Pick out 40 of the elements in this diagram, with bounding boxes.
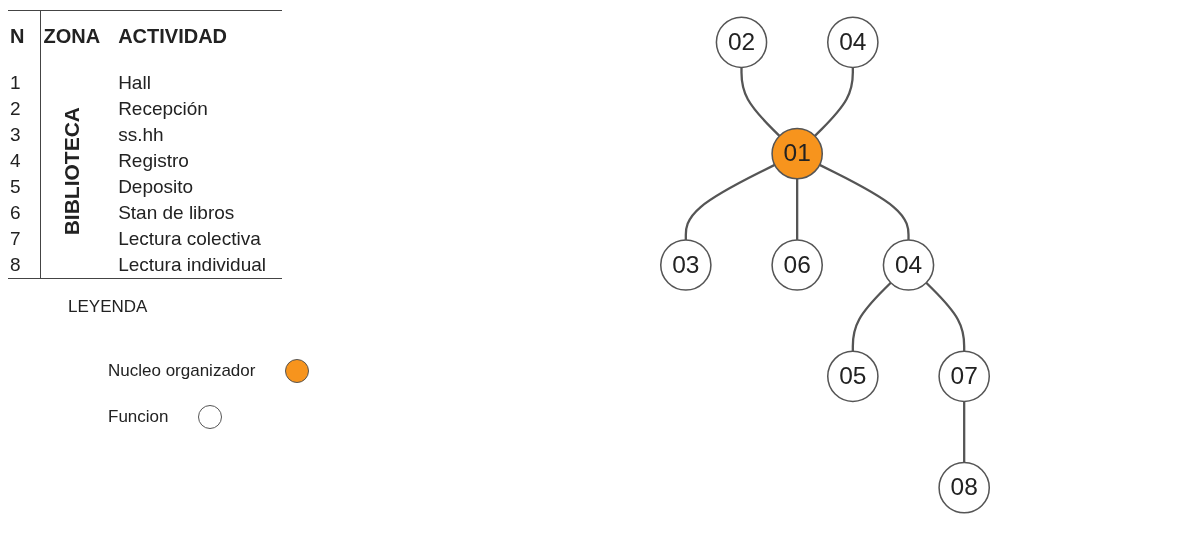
row-number: 4 <box>10 150 21 171</box>
legend-title: LEYENDA <box>68 297 149 317</box>
activity-label: Lectura colectiva <box>118 228 261 249</box>
row-number: 7 <box>10 228 21 249</box>
activity-label: Lectura individual <box>118 254 266 275</box>
row-number: 2 <box>10 98 21 119</box>
node-circle: 02 <box>715 16 768 69</box>
node-circle: 03 <box>659 239 712 291</box>
connector <box>963 401 966 463</box>
node-circle: 01 <box>771 127 823 180</box>
connector <box>814 67 854 137</box>
column-header: ZONA <box>40 10 117 70</box>
column-header: ACTIVIDAD <box>116 10 282 70</box>
legend-text: Funcion <box>108 407 169 427</box>
node-circle: 04 <box>882 239 935 291</box>
activity-label: Stan de libros <box>118 202 235 223</box>
node-circle: 04 <box>827 16 879 69</box>
row-number: 8 <box>10 254 21 275</box>
row-number: 5 <box>10 176 21 197</box>
activity-label: Recepción <box>118 98 208 119</box>
row-number: 1 <box>10 72 21 93</box>
connector <box>684 163 776 240</box>
legend-text: Nucleo organizador <box>108 361 256 381</box>
activity-label: Registro <box>118 150 189 171</box>
row-number: 3 <box>10 124 21 145</box>
node-circle: 05 <box>827 350 879 403</box>
activity-label: ss.hh <box>118 124 164 145</box>
connector <box>819 163 910 240</box>
zone-label: BIBLIOTECA <box>59 107 84 236</box>
row-number: 6 <box>10 202 21 223</box>
activity-label: Deposito <box>118 176 194 197</box>
node-circle: 06 <box>771 239 823 291</box>
activity-label: Hall <box>118 72 151 93</box>
column-header: N <box>8 10 41 70</box>
connector <box>851 281 892 352</box>
connector <box>925 281 966 352</box>
connector <box>740 67 781 137</box>
connector <box>796 178 799 240</box>
node-circle: 07 <box>938 350 991 403</box>
node-circle: 08 <box>938 461 991 514</box>
